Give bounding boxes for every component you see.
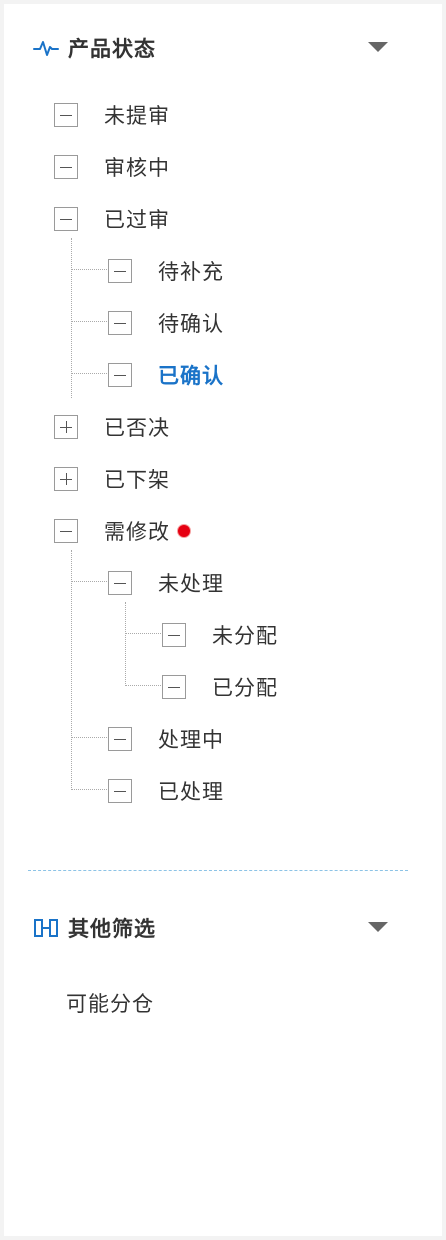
tree-node-label: 未提审 <box>104 104 170 128</box>
tree-connector <box>71 789 107 790</box>
red-dot-badge <box>178 525 190 537</box>
tree-node-label: 未处理 <box>158 572 224 596</box>
tree-node-label: 已处理 <box>158 780 224 804</box>
tree-node-assigned[interactable]: 已分配 <box>162 670 278 704</box>
tree-node-approved[interactable]: 已过审 <box>54 202 170 236</box>
tree-connector <box>71 373 107 374</box>
filter-panel: 产品状态 未提审 审核中 已过审 待补充 待确认 已确认 已否决 <box>4 4 442 1236</box>
minus-square-icon[interactable] <box>162 675 186 699</box>
tree-node-label: 已下架 <box>104 468 170 492</box>
tree-node-label: 待补充 <box>158 260 224 284</box>
filter-item-possible-split-warehouse[interactable]: 可能分仓 <box>66 992 154 1016</box>
section-divider <box>28 870 408 871</box>
minus-square-icon[interactable] <box>108 363 132 387</box>
minus-square-icon[interactable] <box>54 207 78 231</box>
tree-node-label: 待确认 <box>158 312 224 336</box>
tree-connector <box>71 581 107 582</box>
activity-pulse-icon <box>32 36 60 60</box>
minus-square-icon[interactable] <box>108 571 132 595</box>
tree-node-unprocessed[interactable]: 未处理 <box>108 566 224 600</box>
tree-node-label: 需修改 <box>104 520 170 544</box>
minus-square-icon[interactable] <box>54 103 78 127</box>
tree-node-processed[interactable]: 已处理 <box>108 774 224 808</box>
plus-square-icon[interactable] <box>54 467 78 491</box>
tree-node-rejected[interactable]: 已否决 <box>54 410 170 444</box>
tree-connector <box>71 238 72 398</box>
tree-node-under-review[interactable]: 审核中 <box>54 150 170 184</box>
tree-node-label-active: 已确认 <box>158 364 224 388</box>
split-columns-icon <box>32 916 60 940</box>
chevron-down-icon[interactable] <box>368 42 388 52</box>
minus-square-icon[interactable] <box>108 779 132 803</box>
minus-square-icon[interactable] <box>108 727 132 751</box>
minus-square-icon[interactable] <box>108 311 132 335</box>
other-section-header[interactable]: 其他筛选 <box>32 908 392 948</box>
tree-connector <box>71 321 107 322</box>
tree-node-pending-supplement[interactable]: 待补充 <box>108 254 224 288</box>
tree-node-label: 已否决 <box>104 416 170 440</box>
tree-node-delisted[interactable]: 已下架 <box>54 462 170 496</box>
tree-connector <box>71 737 107 738</box>
tree-node-label: 已分配 <box>212 676 278 700</box>
tree-node-processing[interactable]: 处理中 <box>108 722 224 756</box>
tree-node-pending-confirm[interactable]: 待确认 <box>108 306 224 340</box>
tree-node-needs-revision[interactable]: 需修改 <box>54 514 190 548</box>
status-section-header[interactable]: 产品状态 <box>32 28 392 68</box>
other-section-title: 其他筛选 <box>68 917 156 941</box>
minus-square-icon[interactable] <box>108 259 132 283</box>
tree-connector <box>125 633 161 634</box>
minus-square-icon[interactable] <box>162 623 186 647</box>
tree-connector <box>71 550 72 790</box>
plus-square-icon[interactable] <box>54 415 78 439</box>
status-section-title: 产品状态 <box>68 37 156 61</box>
chevron-down-icon[interactable] <box>368 922 388 932</box>
tree-node-label: 处理中 <box>158 728 224 752</box>
tree-node-unassigned[interactable]: 未分配 <box>162 618 278 652</box>
tree-connector <box>125 685 161 686</box>
minus-square-icon[interactable] <box>54 519 78 543</box>
tree-connector <box>71 269 107 270</box>
tree-node-label: 已过审 <box>104 208 170 232</box>
tree-connector <box>125 602 126 686</box>
tree-node-label: 未分配 <box>212 624 278 648</box>
tree-node-confirmed[interactable]: 已确认 <box>108 358 224 392</box>
tree-node-not-submitted[interactable]: 未提审 <box>54 98 170 132</box>
minus-square-icon[interactable] <box>54 155 78 179</box>
tree-node-label: 审核中 <box>104 156 170 180</box>
